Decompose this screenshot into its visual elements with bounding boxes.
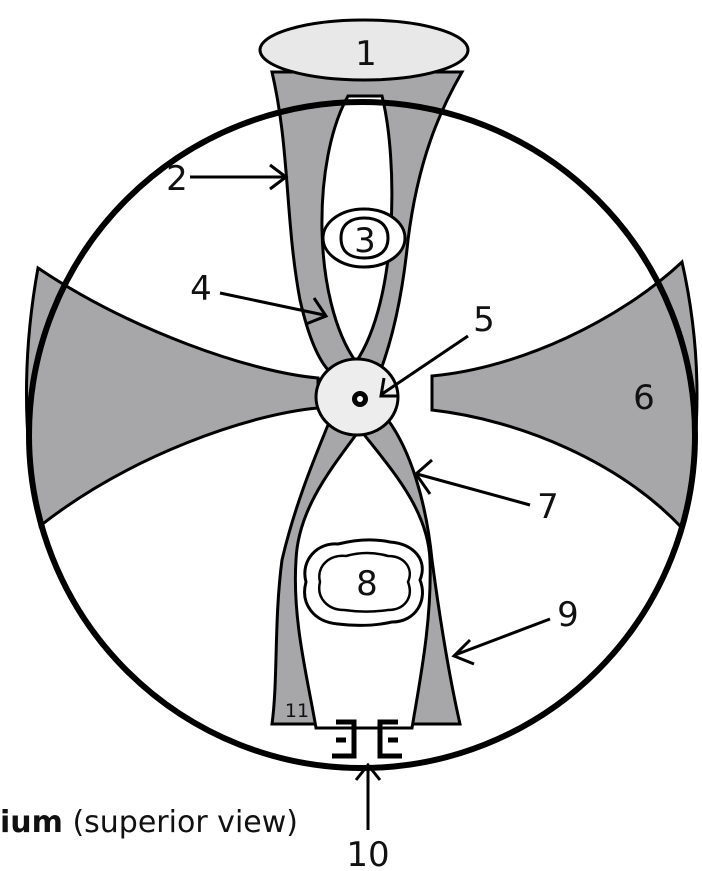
label-11: 11 <box>285 700 309 722</box>
label-1: 1 <box>355 34 377 74</box>
caption-rest: (superior view) <box>63 805 298 840</box>
label-3: 3 <box>354 221 376 261</box>
caption: ium (superior view) <box>0 805 298 840</box>
ring-dot-icon <box>352 391 368 407</box>
label-8: 8 <box>356 564 378 604</box>
label-10: 10 <box>346 835 389 871</box>
label-5: 5 <box>473 300 495 340</box>
label-7: 7 <box>537 487 559 527</box>
label-2: 2 <box>166 159 188 199</box>
label-6: 6 <box>633 378 655 418</box>
label-4: 4 <box>190 269 212 309</box>
caption-bold: ium <box>0 805 63 840</box>
label-9: 9 <box>557 595 579 635</box>
